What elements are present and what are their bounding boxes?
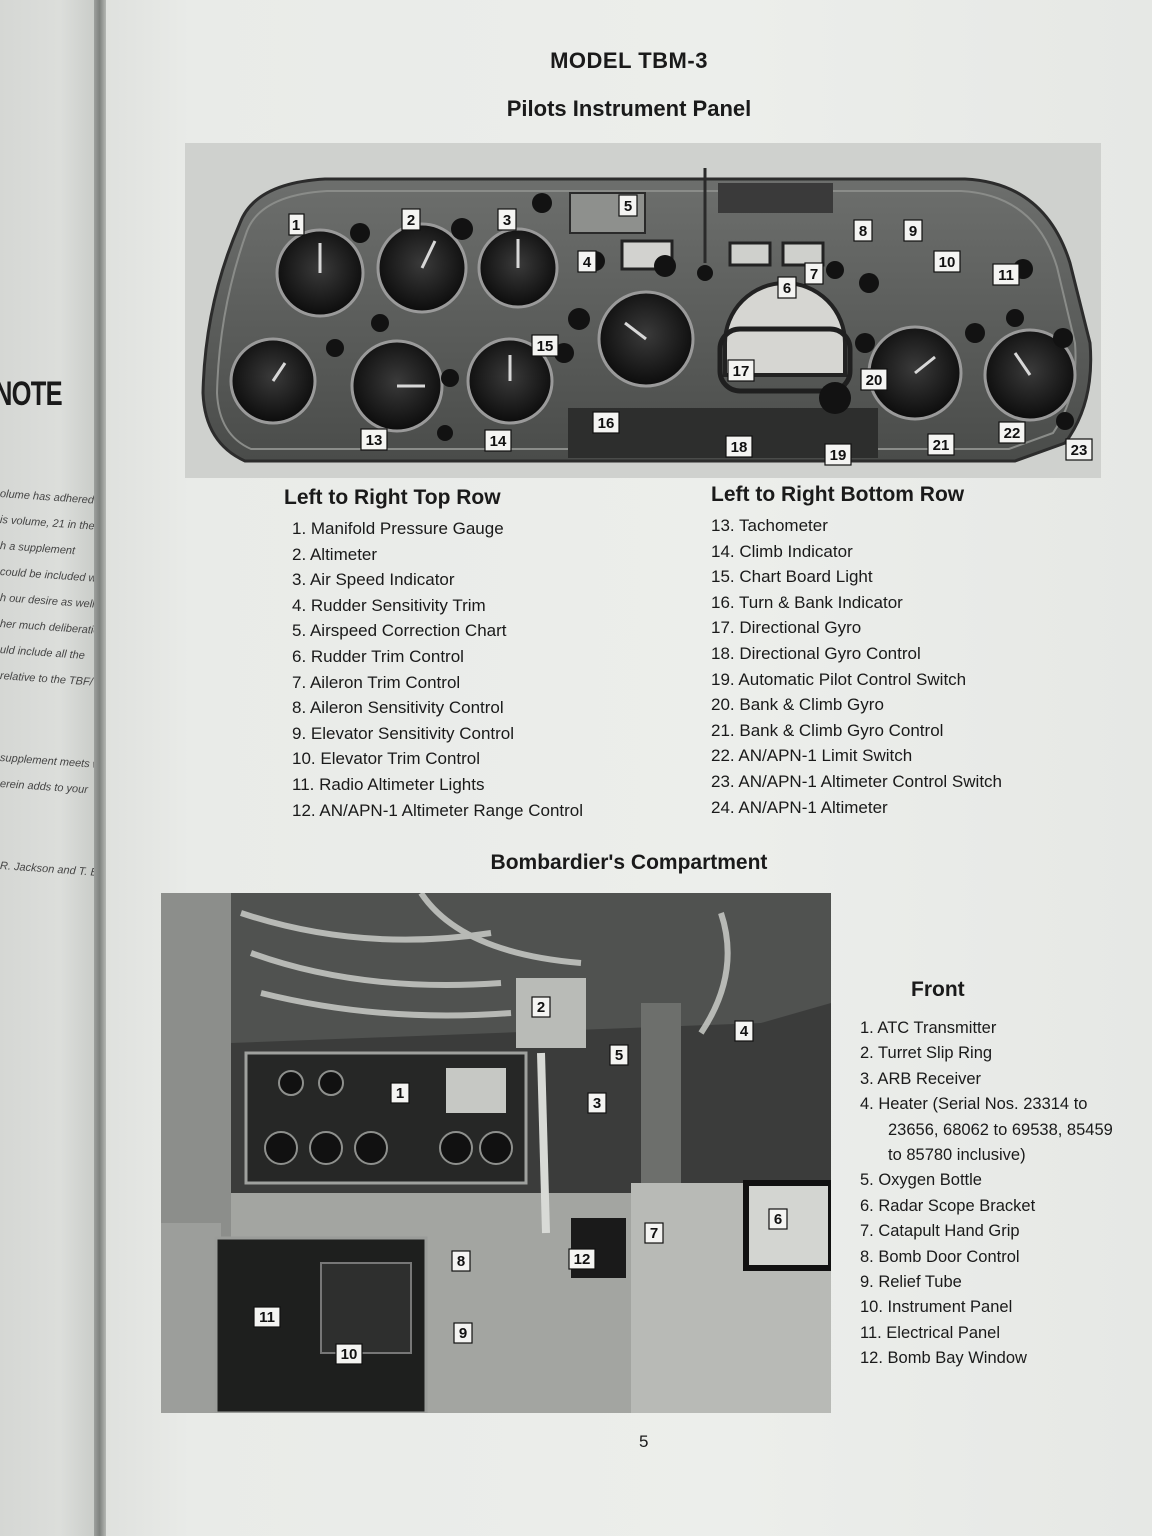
list-item: 5. Airspeed Correction Chart: [292, 621, 507, 641]
page-number: 5: [639, 1432, 649, 1451]
list-item: 2. Altimeter: [292, 544, 378, 564]
bomb-callout-9: 9: [459, 1325, 467, 1342]
list-item: 17. Directional Gyro: [711, 618, 862, 638]
instrument-panel-photo: 1 2 3 4 5 6 7 8 9 10 11 12 13 14 15 16 1…: [185, 143, 1101, 478]
facing-line: uld include all the: [0, 644, 86, 662]
list-item: 11. Radio Altimeter Lights: [292, 774, 485, 794]
top-row-list: 1. Manifold Pressure Gauge 2. Altimeter …: [292, 516, 583, 823]
facing-line: h a supplement: [0, 540, 76, 558]
list-item: to 85780 inclusive): [888, 1145, 1026, 1164]
list-item: 5. Oxygen Bottle: [860, 1171, 982, 1190]
bomb-callout-3: 3: [593, 1095, 601, 1112]
list-item: 19. Automatic Pilot Control Switch: [711, 669, 967, 689]
facing-line: is volume, 21 in the: [0, 514, 95, 533]
panel-callout-10: 10: [939, 254, 956, 271]
bomb-callout-6: 6: [774, 1211, 782, 1228]
list-item: 7. Catapult Hand Grip: [860, 1222, 1020, 1241]
panel-callout-11: 11: [998, 267, 1014, 284]
bottom-row-list: 13. Tachometer 14. Climb Indicator 15. C…: [711, 513, 1002, 820]
panel-callout-22: 22: [1004, 425, 1021, 442]
bombardier-title: Bombardier's Compartment: [490, 851, 768, 874]
manual-page: MODEL TBM-3 Pilots Instrument Panel: [106, 0, 1152, 1536]
panel-callout-8: 8: [859, 223, 867, 240]
list-item: 1. Manifold Pressure Gauge: [292, 519, 504, 538]
list-item: 1. ATC Transmitter: [860, 1019, 997, 1037]
panel-callout-4: 4: [583, 254, 592, 271]
facing-line: could be included with: [0, 566, 100, 586]
panel-callout-19: 19: [830, 447, 847, 464]
front-list: 1. ATC Transmitter 2. Turret Slip Ring 3…: [860, 1016, 1113, 1371]
bombardier-compartment-photo: 1 2 3 4 5 6 7 8 9 10 11 12: [161, 893, 831, 1413]
list-item: 16. Turn & Bank Indicator: [711, 592, 903, 612]
list-item: 2. Turret Slip Ring: [860, 1044, 993, 1063]
list-item: 6. Rudder Trim Control: [292, 646, 464, 666]
list-item: 8. Aileron Sensitivity Control: [292, 698, 504, 718]
list-item: 20. Bank & Climb Gyro: [711, 695, 884, 715]
list-item: 13. Tachometer: [711, 516, 828, 535]
panel-callout-21: 21: [933, 437, 950, 454]
panel-callout-14: 14: [490, 433, 507, 450]
list-item: 12. AN/APN-1 Altimeter Range Control: [292, 800, 584, 820]
bomb-callout-12: 12: [574, 1251, 591, 1268]
bomb-callout-7: 7: [650, 1225, 658, 1242]
list-item: 10. Elevator Trim Control: [292, 749, 481, 769]
book-spine-shadow: [94, 0, 108, 1536]
list-item: 4. Rudder Sensitivity Trim: [292, 595, 486, 615]
facing-line: her much deliberation: [0, 618, 100, 638]
top-row-heading: Left to Right Top Row: [284, 486, 501, 509]
bomb-callout-10: 10: [341, 1346, 358, 1363]
list-item: 3. Air Speed Indicator: [292, 570, 455, 590]
panel-callout-20: 20: [866, 372, 883, 389]
panel-callout-15: 15: [537, 338, 554, 355]
panel-callout-5: 5: [624, 198, 632, 215]
bomb-callout-4: 4: [740, 1023, 749, 1040]
facing-line: erein adds to your: [0, 778, 89, 797]
list-item: 6. Radar Scope Bracket: [860, 1196, 1036, 1215]
bomb-callout-1: 1: [396, 1085, 404, 1102]
list-item: 9. Elevator Sensitivity Control: [292, 723, 515, 743]
panel-callout-13: 13: [366, 432, 383, 449]
list-item: 12. Bomb Bay Window: [860, 1349, 1027, 1368]
list-item: 18. Directional Gyro Control: [711, 643, 921, 663]
panel-callout-2: 2: [407, 212, 415, 229]
panel-title: Pilots Instrument Panel: [506, 96, 752, 121]
bomb-callout-5: 5: [615, 1047, 623, 1064]
facing-line: relative to the TBF/TBM: [0, 670, 100, 691]
list-item: 3. ARB Receiver: [860, 1069, 982, 1088]
panel-callout-16: 16: [598, 415, 615, 432]
list-item: 11. Electrical Panel: [860, 1323, 1001, 1342]
list-item: 9. Relief Tube: [860, 1272, 962, 1291]
panel-callout-1: 1: [292, 217, 300, 234]
bomb-callout-2: 2: [537, 999, 545, 1016]
list-item: 14. Climb Indicator: [711, 541, 853, 561]
panel-callout-18: 18: [731, 439, 748, 456]
list-item: 21. Bank & Climb Gyro Control: [711, 720, 944, 740]
list-item: 22. AN/APN-1 Limit Switch: [711, 746, 913, 766]
panel-callout-3: 3: [503, 212, 511, 229]
bomb-callout-11: 11: [259, 1309, 275, 1326]
panel-callout-6: 6: [783, 280, 791, 297]
list-item: 23656, 68062 to 69538, 85459: [888, 1120, 1113, 1139]
panel-callout-7: 7: [810, 266, 818, 283]
panel-callout-9: 9: [909, 223, 917, 240]
panel-callout-17: 17: [733, 363, 750, 380]
facing-line: h our desire as well: [0, 592, 95, 611]
facing-line: supplement meets with: [0, 752, 100, 772]
bottom-row-heading: Left to Right Bottom Row: [711, 483, 965, 506]
list-item: 4. Heater (Serial Nos. 23314 to: [860, 1095, 1088, 1114]
facing-page: NOTE olume has adhered to is volume, 21 …: [0, 0, 100, 1536]
facing-line: olume has adhered to: [0, 488, 100, 508]
panel-callout-23: 23: [1071, 442, 1088, 459]
list-item: 24. AN/APN-1 Altimeter: [711, 797, 888, 817]
bomb-callout-8: 8: [457, 1253, 465, 1270]
list-item: 15. Chart Board Light: [711, 567, 873, 587]
list-item: 23. AN/APN-1 Altimeter Control Switch: [711, 771, 1003, 791]
front-heading: Front: [911, 978, 965, 1001]
facing-heading: NOTE: [0, 375, 63, 413]
model-title: MODEL TBM-3: [550, 48, 708, 73]
facing-line: R. Jackson and T. E. Doll: [0, 860, 100, 881]
list-item: 7. Aileron Trim Control: [292, 672, 461, 692]
list-item: 10. Instrument Panel: [860, 1298, 1013, 1317]
list-item: 8. Bomb Door Control: [860, 1247, 1020, 1266]
